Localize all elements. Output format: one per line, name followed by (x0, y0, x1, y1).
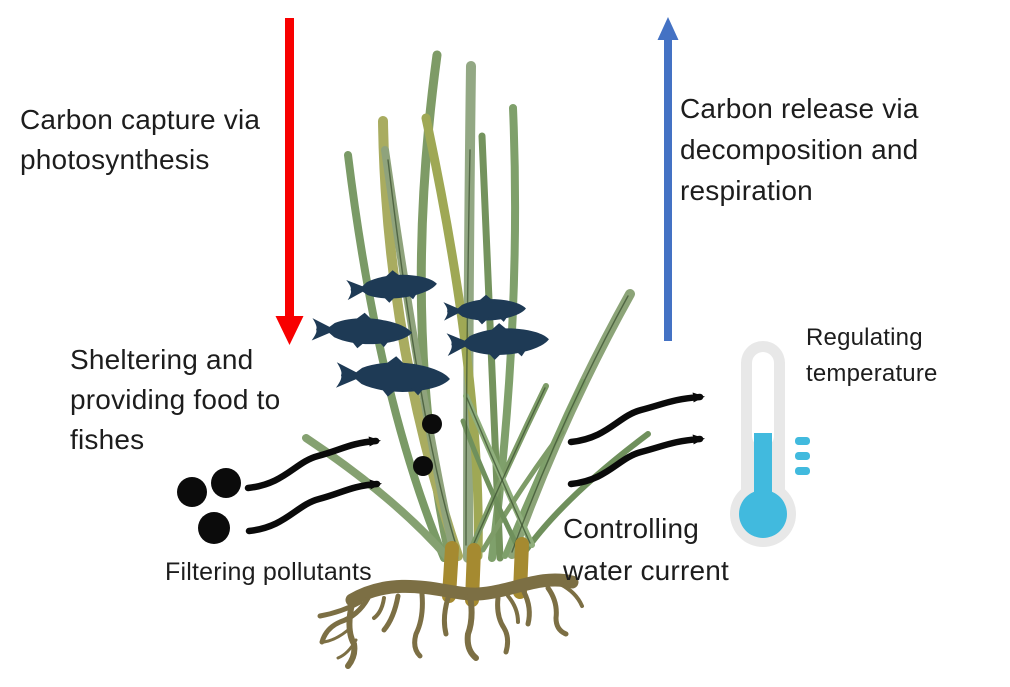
pollutant-dot-icon (413, 456, 433, 476)
thermometer-tick (795, 467, 810, 475)
root-branch (558, 582, 584, 608)
seagrass-roots (317, 537, 584, 669)
seagrass-blade-vein (511, 295, 629, 553)
root-branch (336, 638, 358, 660)
label-regulating: Regulating temperature (806, 324, 938, 387)
root-branch (464, 593, 479, 661)
seagrass-blade-vein (465, 149, 471, 546)
seagrass-blade-vein (466, 397, 531, 544)
root-branch (322, 628, 350, 644)
root-branch (381, 593, 401, 633)
wavy-arrow-icon (245, 479, 382, 535)
root-branch (441, 595, 451, 637)
seagrass-blade (463, 61, 476, 563)
root-branch (506, 594, 520, 624)
pollutant-dot-icon (198, 512, 230, 544)
root-branch (495, 595, 511, 655)
fish-icon (335, 354, 451, 399)
pollutant-dots (177, 414, 442, 544)
filtering-flow-arrows (244, 436, 382, 535)
label-carbon-capture: Carbon capture via photosynthesis (20, 104, 261, 175)
root-branch (319, 595, 371, 645)
root-branch (412, 591, 425, 659)
thermometer-icon (730, 341, 810, 547)
label-controlling: Controlling water current (563, 513, 729, 586)
seagrass-blade (460, 418, 522, 553)
seagrass-blade-vein (470, 387, 546, 551)
pollutant-dot-icon (211, 468, 241, 498)
thermometer-tube (752, 352, 774, 447)
rhizome (345, 573, 579, 607)
root-branch (317, 599, 363, 619)
wavy-arrow-icon (567, 392, 705, 446)
wavy-arrow-icon (567, 434, 705, 488)
wavy-arrow-icon (244, 436, 381, 492)
pollutant-dot-icon (177, 477, 207, 507)
current-flow-arrows (567, 392, 705, 488)
thermometer-tick (795, 452, 810, 460)
pollutant-dot-icon (422, 414, 442, 434)
seagrass-blades (302, 50, 651, 563)
label-sheltering: Sheltering and providing food to fishes (70, 344, 281, 455)
thermometer-mercury (739, 433, 810, 538)
blue-up-arrow (657, 17, 679, 341)
root-branch (372, 596, 386, 620)
seagrass-blade (480, 429, 565, 553)
label-carbon-release: Carbon release via decomposition and res… (680, 93, 919, 206)
label-filtering: Filtering pollutants (165, 558, 372, 586)
thermometer-tick (795, 437, 810, 445)
red-down-arrow (275, 18, 304, 345)
root-branch (545, 585, 569, 637)
root-branch (521, 589, 532, 627)
